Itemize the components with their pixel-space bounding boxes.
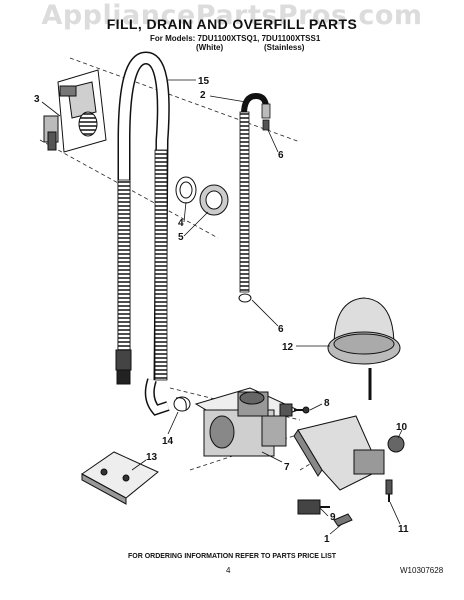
callout-6-bottom: 6 [278,324,284,335]
callout-15: 15 [198,76,210,87]
callout-4: 4 [178,218,184,229]
callout-2: 2 [200,90,206,101]
callout-1: 1 [324,534,330,545]
callout-10: 10 [396,422,408,433]
page-title: FILL, DRAIN AND OVERFILL PARTS [106,16,358,32]
switch-housing-part [293,415,405,502]
callout-12: 12 [282,342,294,353]
overfill-bracket-part [43,69,107,153]
variant-stainless: (Stainless) [264,43,305,52]
grommet-part [175,176,229,216]
callout-11: 11 [398,524,409,535]
watermark: AppliancePartsPros.com [41,0,423,31]
variant-white: (White) [196,43,224,52]
leader-lines [41,79,403,535]
models-line: For Models: 7DU1100XTSQ1, 7DU1100XTSS1 [150,34,321,43]
callout-6-top: 6 [278,150,284,161]
document-number: W10307628 [400,566,444,575]
callout-7: 7 [284,462,290,473]
mounting-plate-part [81,451,159,505]
callout-9: 9 [330,512,336,523]
callout-8: 8 [324,398,330,409]
screw-part [294,406,310,414]
callout-13: 13 [146,452,158,463]
ordering-note: FOR ORDERING INFORMATION REFER TO PARTS … [127,553,337,560]
vent-hose-part [115,51,191,416]
float-dome-part [327,297,401,400]
page-number: 4 [226,566,231,575]
pump-assembly-part [194,387,300,457]
callout-14: 14 [162,436,174,447]
drain-hose-part [238,92,271,303]
switch-part [297,499,353,527]
callout-3: 3 [34,94,40,105]
callout-5: 5 [178,232,184,243]
